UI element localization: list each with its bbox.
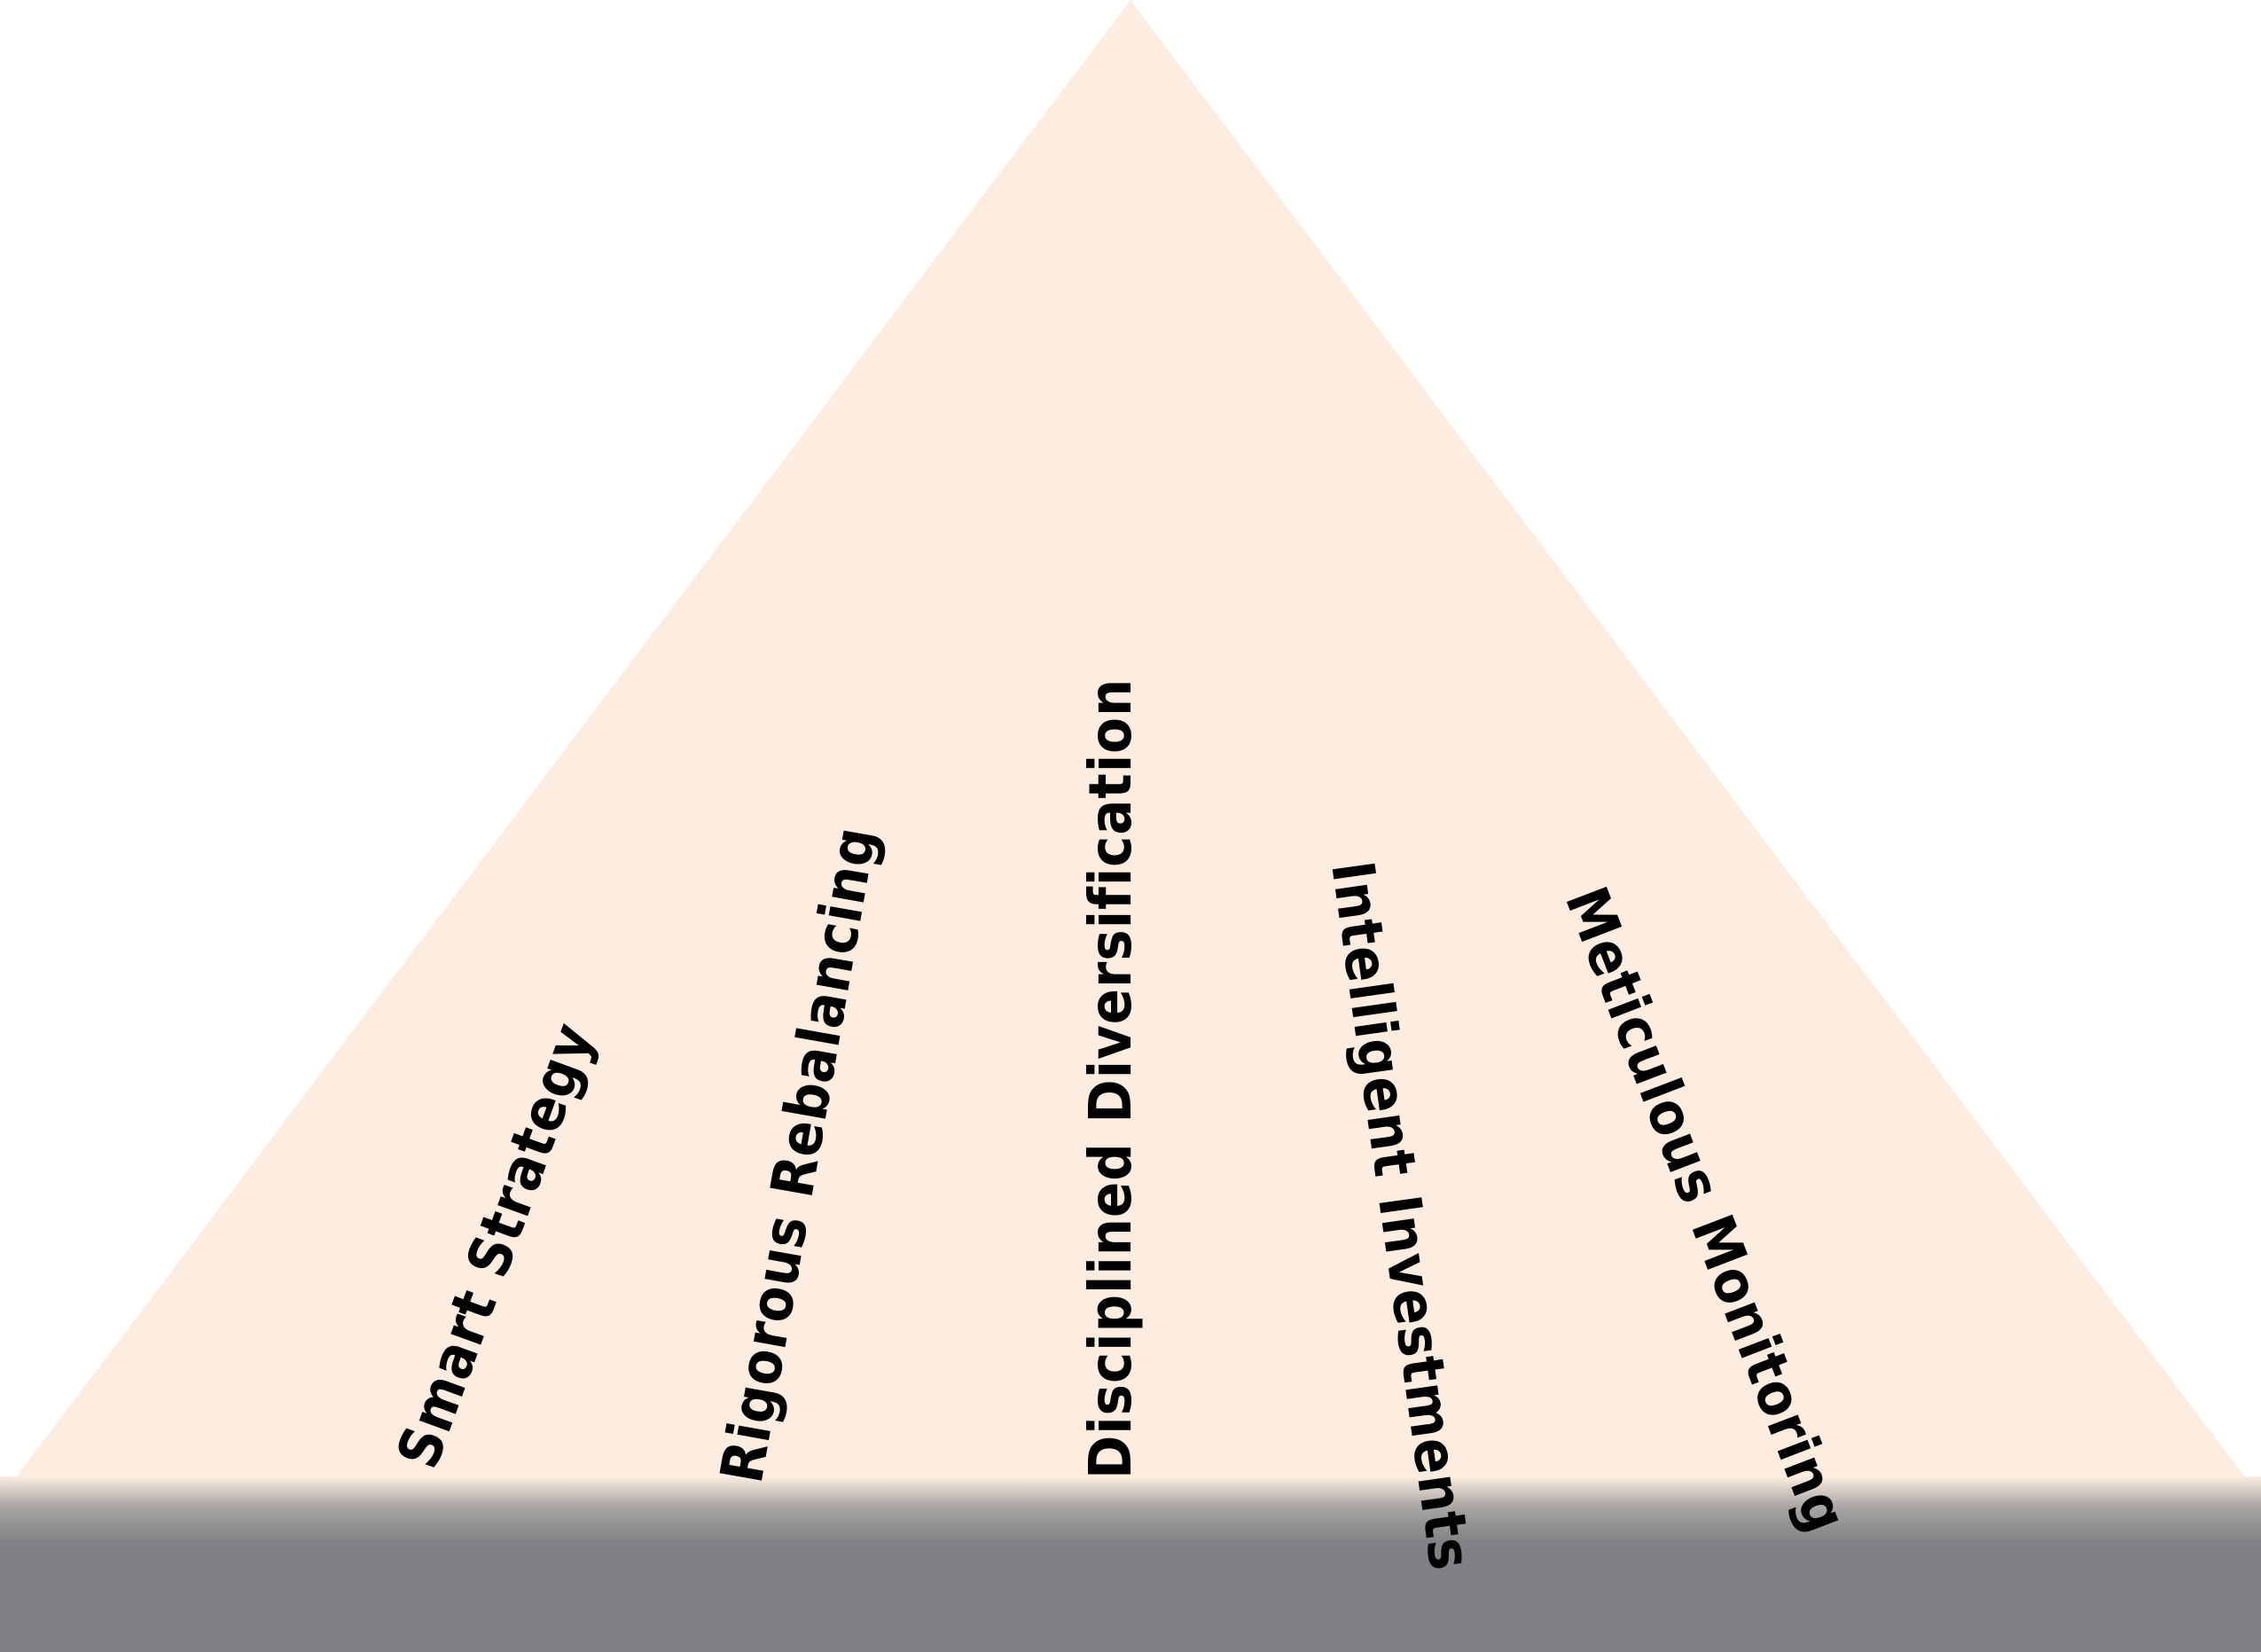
ground-band <box>0 1541 2261 1652</box>
pyramid-shape <box>0 0 2261 1499</box>
ground-shadow <box>0 1476 2261 1543</box>
pillar-label-disciplined-diversification: Disciplined Diversification <box>1076 678 1145 1479</box>
